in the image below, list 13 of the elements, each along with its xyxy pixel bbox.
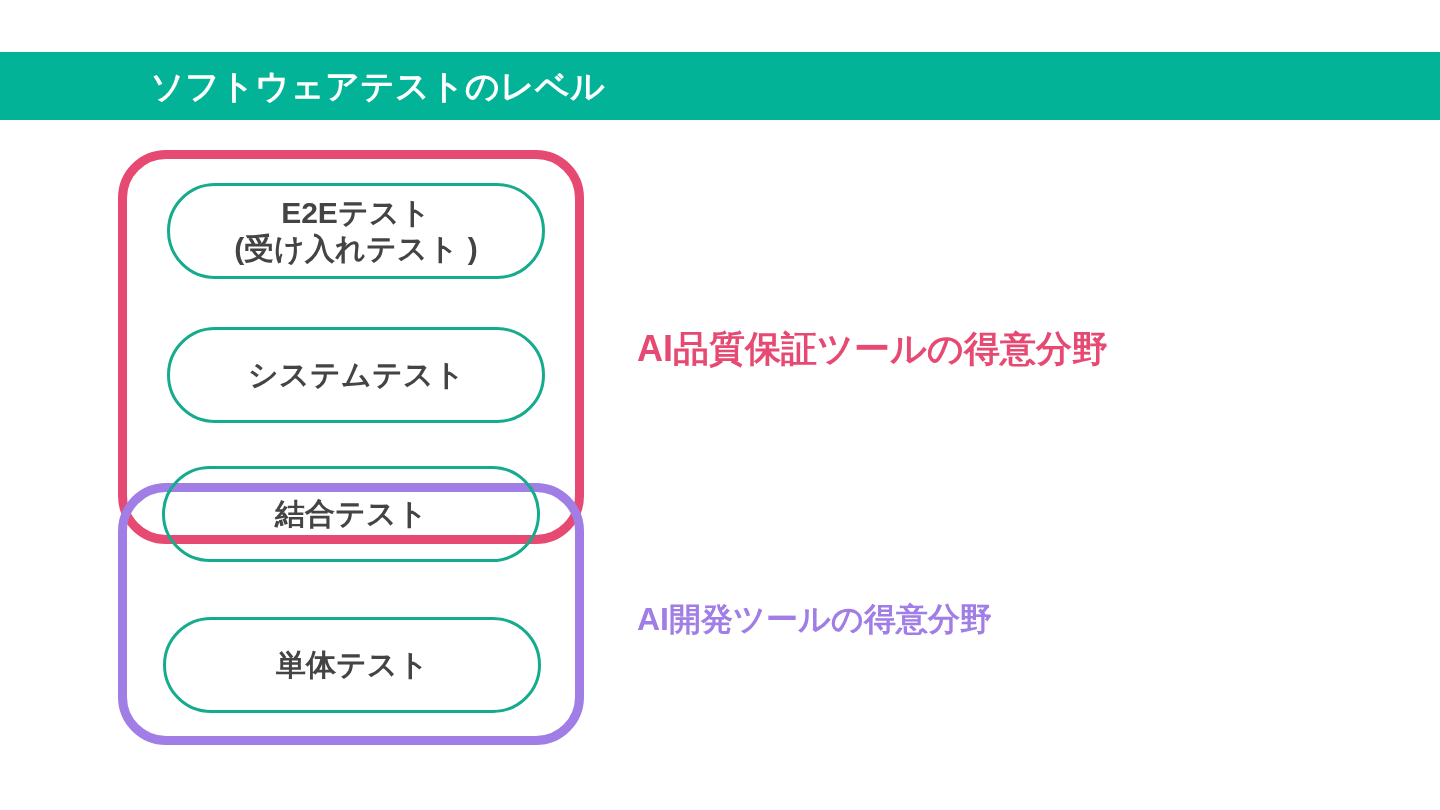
group-outline: [118, 483, 584, 745]
test-level-label: システムテスト: [247, 357, 465, 393]
area-label: AI品質保証ツールの得意分野: [637, 327, 1108, 371]
test-level-pill: [167, 183, 545, 279]
test-level-label: 結合テスト: [274, 496, 428, 532]
test-level-pill: [163, 617, 541, 713]
test-level-label: E2Eテスト(受け入れテスト ): [233, 195, 479, 267]
group-outline: [118, 150, 584, 544]
test-level-pill: [162, 466, 540, 562]
area-label: AI開発ツールの得意分野: [637, 600, 992, 639]
title: ソフトウェアテストのレベル: [150, 64, 605, 108]
test-level-label: 単体テスト: [275, 647, 429, 683]
test-level-pill: [167, 327, 545, 423]
